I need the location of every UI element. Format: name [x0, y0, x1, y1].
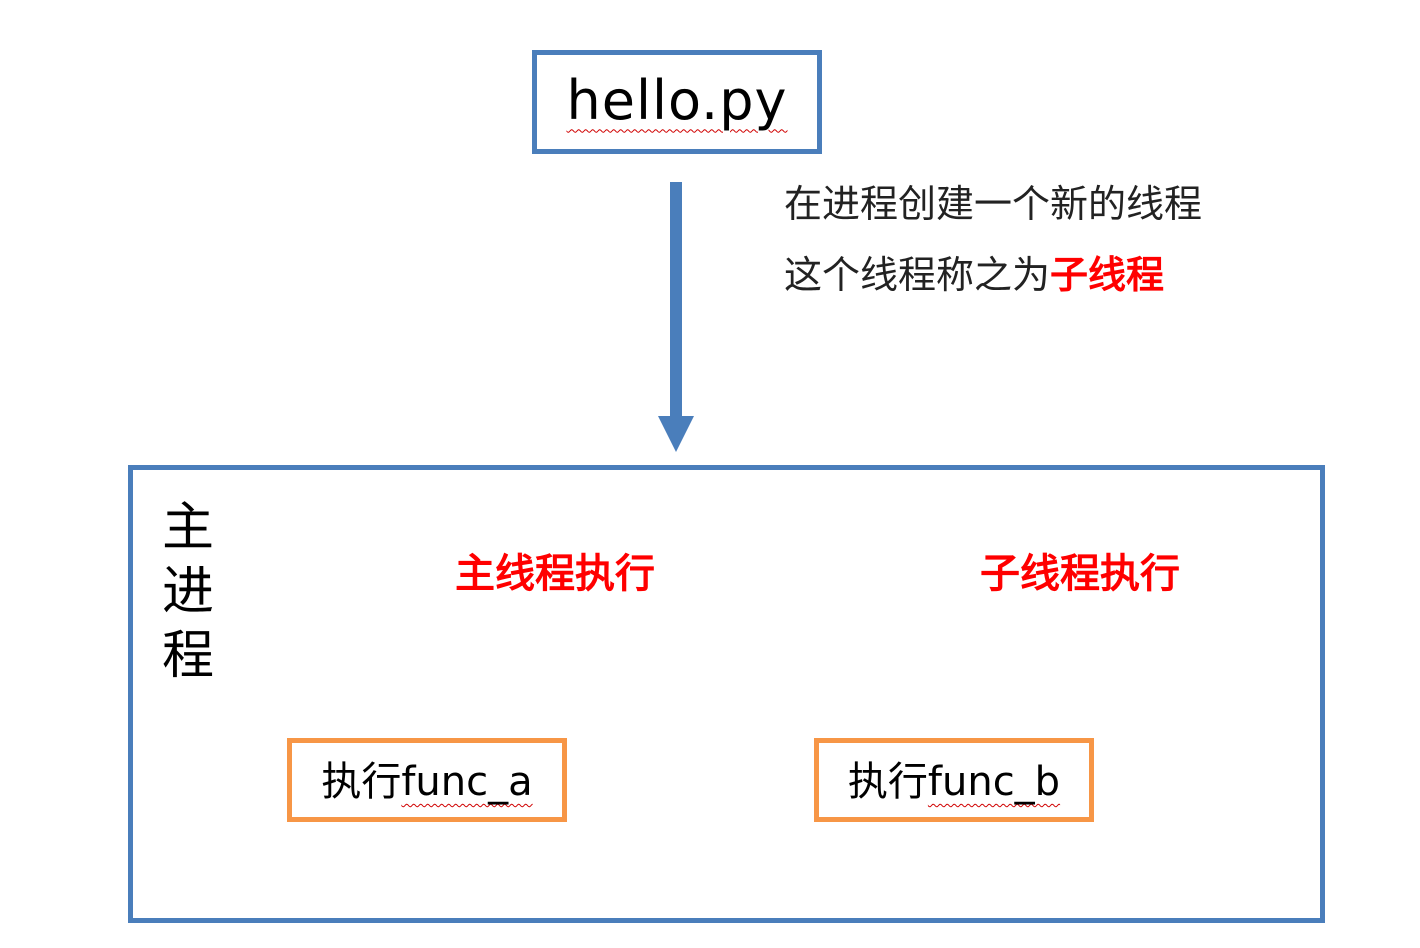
process-label-char: 进	[161, 562, 214, 622]
func-b-label: 执行func_b	[848, 749, 1060, 807]
process-label-char: 主	[161, 498, 214, 558]
note-line-2-prefix: 这个线程称之为	[784, 253, 1051, 297]
func-b-name: func_b	[927, 759, 1061, 805]
process-label-char: 程	[161, 626, 214, 686]
main-process-label: 主 进 程	[158, 496, 218, 688]
file-box: hello.py	[532, 50, 822, 154]
note-highlight-sub-thread: 子线程	[1050, 253, 1165, 297]
func-a-prefix: 执行	[321, 759, 402, 805]
file-name: hello.py	[566, 68, 788, 132]
note-line-1: 在进程创建一个新的线程	[784, 182, 1203, 226]
sub-thread-label: 子线程执行	[980, 551, 1180, 597]
func-b-prefix: 执行	[847, 759, 928, 805]
main-process-box	[128, 465, 1325, 923]
note-line-2: 这个线程称之为子线程	[784, 253, 1164, 297]
func-b-box: 执行func_b	[814, 738, 1094, 822]
func-a-box: 执行func_a	[287, 738, 567, 822]
spawn-arrow	[658, 182, 694, 452]
func-a-label: 执行func_a	[321, 749, 532, 807]
func-a-name: func_a	[401, 759, 533, 805]
main-thread-label: 主线程执行	[455, 551, 655, 597]
